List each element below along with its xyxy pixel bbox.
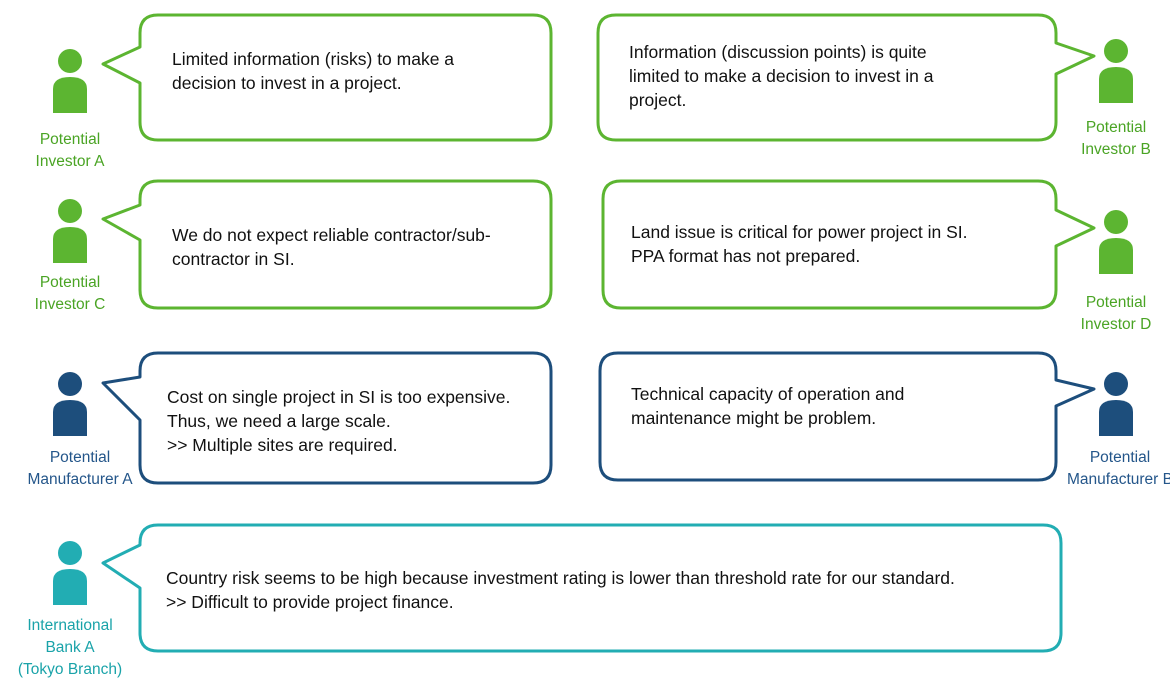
person-icon-manufacturer-b [1099, 372, 1133, 436]
speech-bubble-investor-a [101, 13, 553, 142]
statement-investor-b: Information (discussion points) is quite… [629, 42, 934, 110]
speaker-label-manufacturer-a: Potential Manufacturer A [27, 449, 133, 488]
statement-manufacturer-b: Technical capacity of operation and main… [631, 384, 905, 428]
speaker-label-investor-b: Potential Investor B [1081, 119, 1151, 158]
person-icon-manufacturer-a [53, 372, 87, 436]
statement-investor-c: We do not expect reliable contractor/sub… [172, 225, 491, 269]
statement-investor-d: Land issue is critical for power project… [631, 222, 968, 266]
speech-bubble-investor-b [596, 13, 1096, 142]
speech-bubble-manufacturer-a [101, 351, 553, 485]
speech-bubble-investor-d [601, 179, 1096, 310]
speech-bubble-manufacturer-b [598, 351, 1096, 482]
speaker-label-international-bank-a: International Bank A (Tokyo Branch) [17, 617, 123, 678]
statement-international-bank-a: Country risk seems to be high because in… [166, 568, 955, 612]
person-icon-investor-a [53, 49, 87, 113]
speech-bubble-investor-c [101, 179, 553, 310]
person-icon-investor-d [1099, 210, 1133, 274]
person-icon-investor-b [1099, 39, 1133, 103]
speaker-label-investor-a: Potential Investor A [35, 131, 105, 170]
speech-bubble-international-bank-a [101, 523, 1063, 653]
statement-investor-a: Limited information (risks) to make a de… [172, 49, 455, 93]
person-icon-international-bank-a [53, 541, 87, 605]
statement-manufacturer-a: Cost on single project in SI is too expe… [167, 387, 511, 455]
speaker-label-investor-c: Potential Investor C [34, 274, 106, 313]
speaker-label-manufacturer-b: Potential Manufacturer B [1067, 449, 1170, 488]
speaker-label-investor-d: Potential Investor D [1080, 294, 1152, 333]
person-icon-investor-c [53, 199, 87, 263]
